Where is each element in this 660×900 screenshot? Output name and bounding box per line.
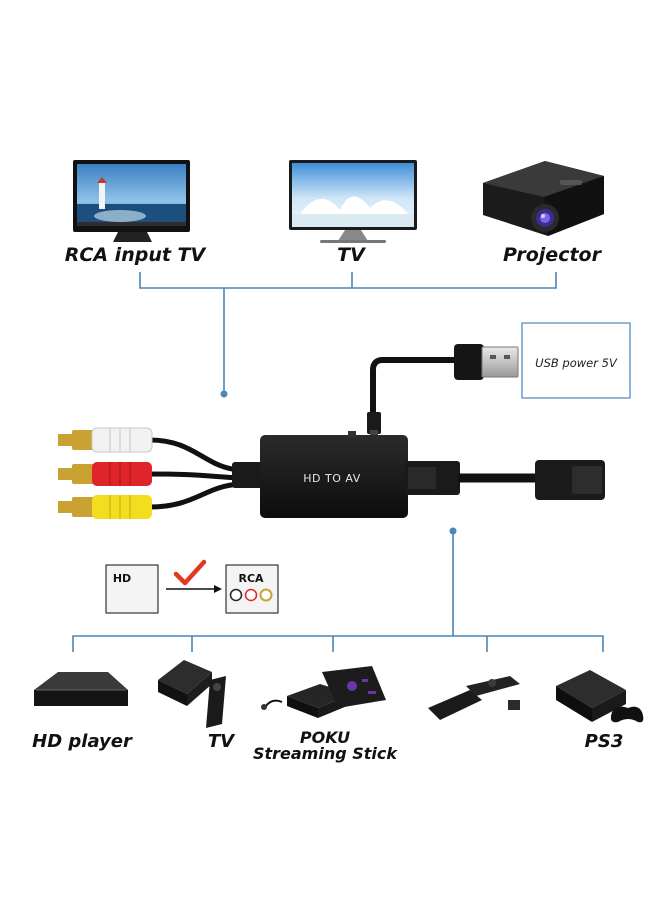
media-box-icon [158,660,212,706]
bottom-connector-lines [72,531,604,652]
cable-strain-relief [232,462,262,488]
converter-box [260,431,408,518]
gamepad-icon [610,706,644,723]
label-rca-input-tv: RCA input TV [65,244,207,266]
label-streaming-stick: Streaming Stick [253,744,398,763]
label-tv-bottom: TV [208,731,236,752]
rca-cables [149,437,241,510]
rca-plug-icon [58,462,152,486]
top-connector-lines [139,272,557,392]
usb-plug-icon [454,344,519,380]
media-box-icon [34,672,128,706]
hd-label: HD [113,572,131,585]
rca-plug-icon [58,427,153,453]
label-poku: POKU [300,728,350,747]
rca-plug-icon [58,495,152,519]
usb-cable [367,357,460,436]
rca-jack-icon [229,588,273,602]
checkmark-icon [173,559,207,586]
console-icon [556,670,626,722]
converter-label: HD TO AV [303,472,360,485]
label-tv-top: TV [337,244,366,266]
rca-box [225,564,279,614]
remote-icon [322,666,386,708]
usb-power-label: USB power 5V [535,356,618,370]
remote-icon [466,676,520,696]
label-hd-player: HD player [32,731,133,752]
connector-dot [220,390,228,398]
usb-label-box [521,322,631,399]
label-ps3: PS3 [585,731,624,752]
hdmi-plug-icon [535,460,605,500]
projector-icon [483,161,604,236]
label-projector: Projector [503,244,603,266]
arrow [166,585,222,593]
stick-icon [428,690,482,720]
hd-box [105,564,159,614]
tv-icon [289,160,417,243]
hdmi-cable [405,461,538,495]
hdmi-plug-icon [508,700,520,710]
rca-label: RCA [238,572,264,585]
remote-icon [206,676,226,728]
tv-icon [73,160,190,242]
